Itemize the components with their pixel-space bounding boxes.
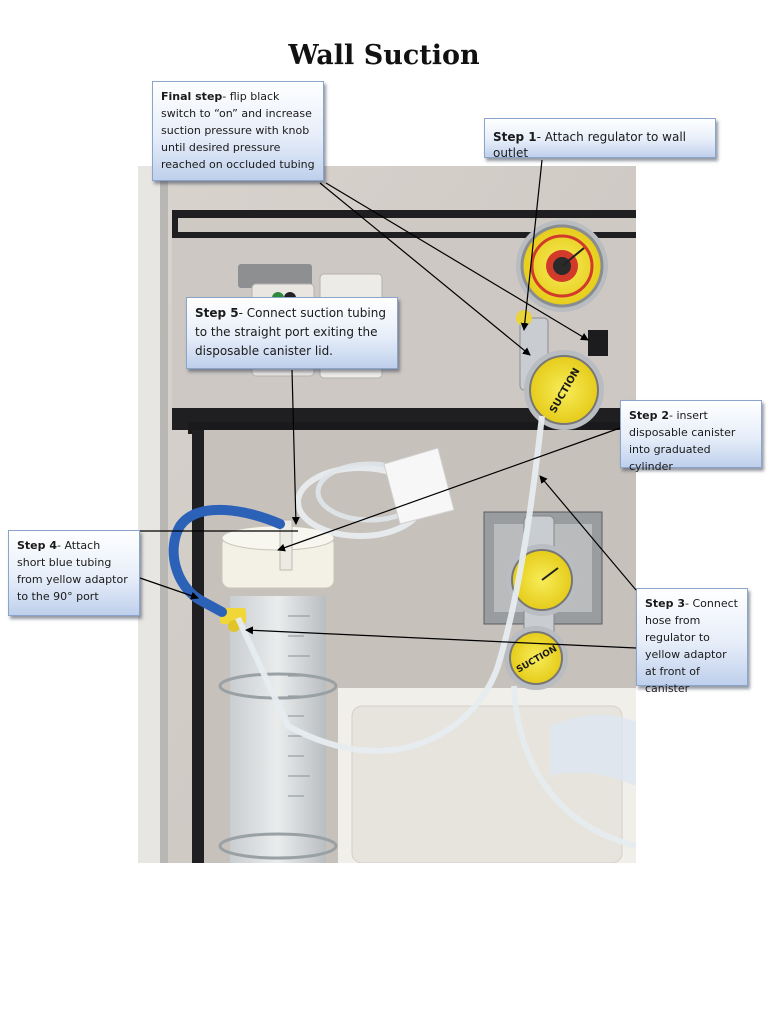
callout-step-4: Step 4- Attach short blue tubing from ye… (8, 530, 140, 616)
callout-step-5-label: Step 5 (195, 306, 239, 320)
callout-step-2-label: Step 2 (629, 409, 669, 422)
callout-step-2: Step 2- insert disposable canister into … (620, 400, 762, 473)
callout-step-2-text: - insert disposable canister into gradua… (629, 409, 736, 473)
callout-final-step: Final step- flip black switch to “on” an… (152, 81, 324, 181)
callout-step-1: Step 1- Attach regulator to wall outlet (484, 118, 716, 160)
photo-illustration: SUCTION SUCTION (138, 166, 636, 863)
black-switch (588, 330, 608, 356)
callout-step-3: Step 3- Connect hose from regulator to y… (636, 588, 748, 695)
callout-final-step-text: - flip black switch to “on” and increase… (161, 90, 315, 171)
callout-step-3-label: Step 3 (645, 597, 685, 610)
callout-step-1-text: - Attach regulator to wall outlet (493, 130, 687, 160)
outlet-label-plate (238, 264, 312, 288)
callout-step-5: Step 5- Connect suction tubing to the st… (186, 297, 398, 369)
callout-step-4-label: Step 4 (17, 539, 57, 552)
callout-step-3-text: - Connect hose from regulator to yellow … (645, 597, 738, 695)
callout-step-1-label: Step 1 (493, 130, 537, 144)
upper-suction-knob (529, 355, 599, 425)
page-title: Wall Suction (288, 40, 480, 71)
callout-step-4-text: - Attach short blue tubing from yellow a… (17, 539, 128, 603)
wall-suction-photo: SUCTION SUCTION (138, 166, 636, 863)
callout-final-step-label: Final step (161, 90, 223, 103)
